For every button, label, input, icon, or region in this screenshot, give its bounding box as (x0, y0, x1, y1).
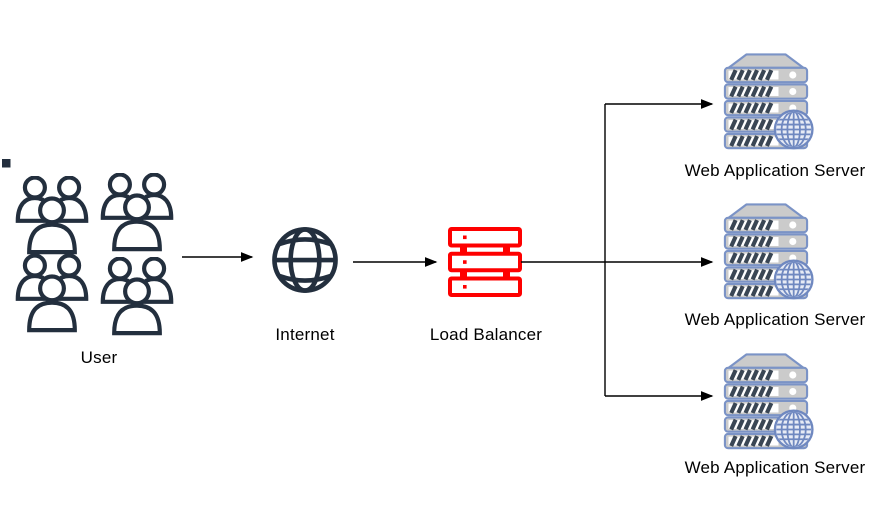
users-group-icon (103, 175, 171, 250)
user-label: User (80, 348, 118, 367)
load-balancer-label: Load Balancer (429, 325, 543, 344)
server-3-label: Web Application Server (684, 458, 866, 477)
users-group-icon (18, 256, 86, 331)
globe-icon (274, 229, 335, 290)
users-group-icon (18, 178, 86, 253)
server-2-label: Web Application Server (684, 310, 866, 329)
web-server-icon-3 (725, 354, 813, 448)
web-server-icon-2 (725, 204, 813, 298)
users-group-icon (103, 259, 171, 334)
user-node (18, 175, 171, 334)
internet-label: Internet (275, 325, 335, 344)
load-balancer-icon (448, 227, 522, 297)
server-1-label: Web Application Server (684, 161, 866, 180)
connectors (182, 99, 714, 401)
stray-mark (2, 159, 11, 168)
web-server-icon-1 (725, 54, 813, 148)
